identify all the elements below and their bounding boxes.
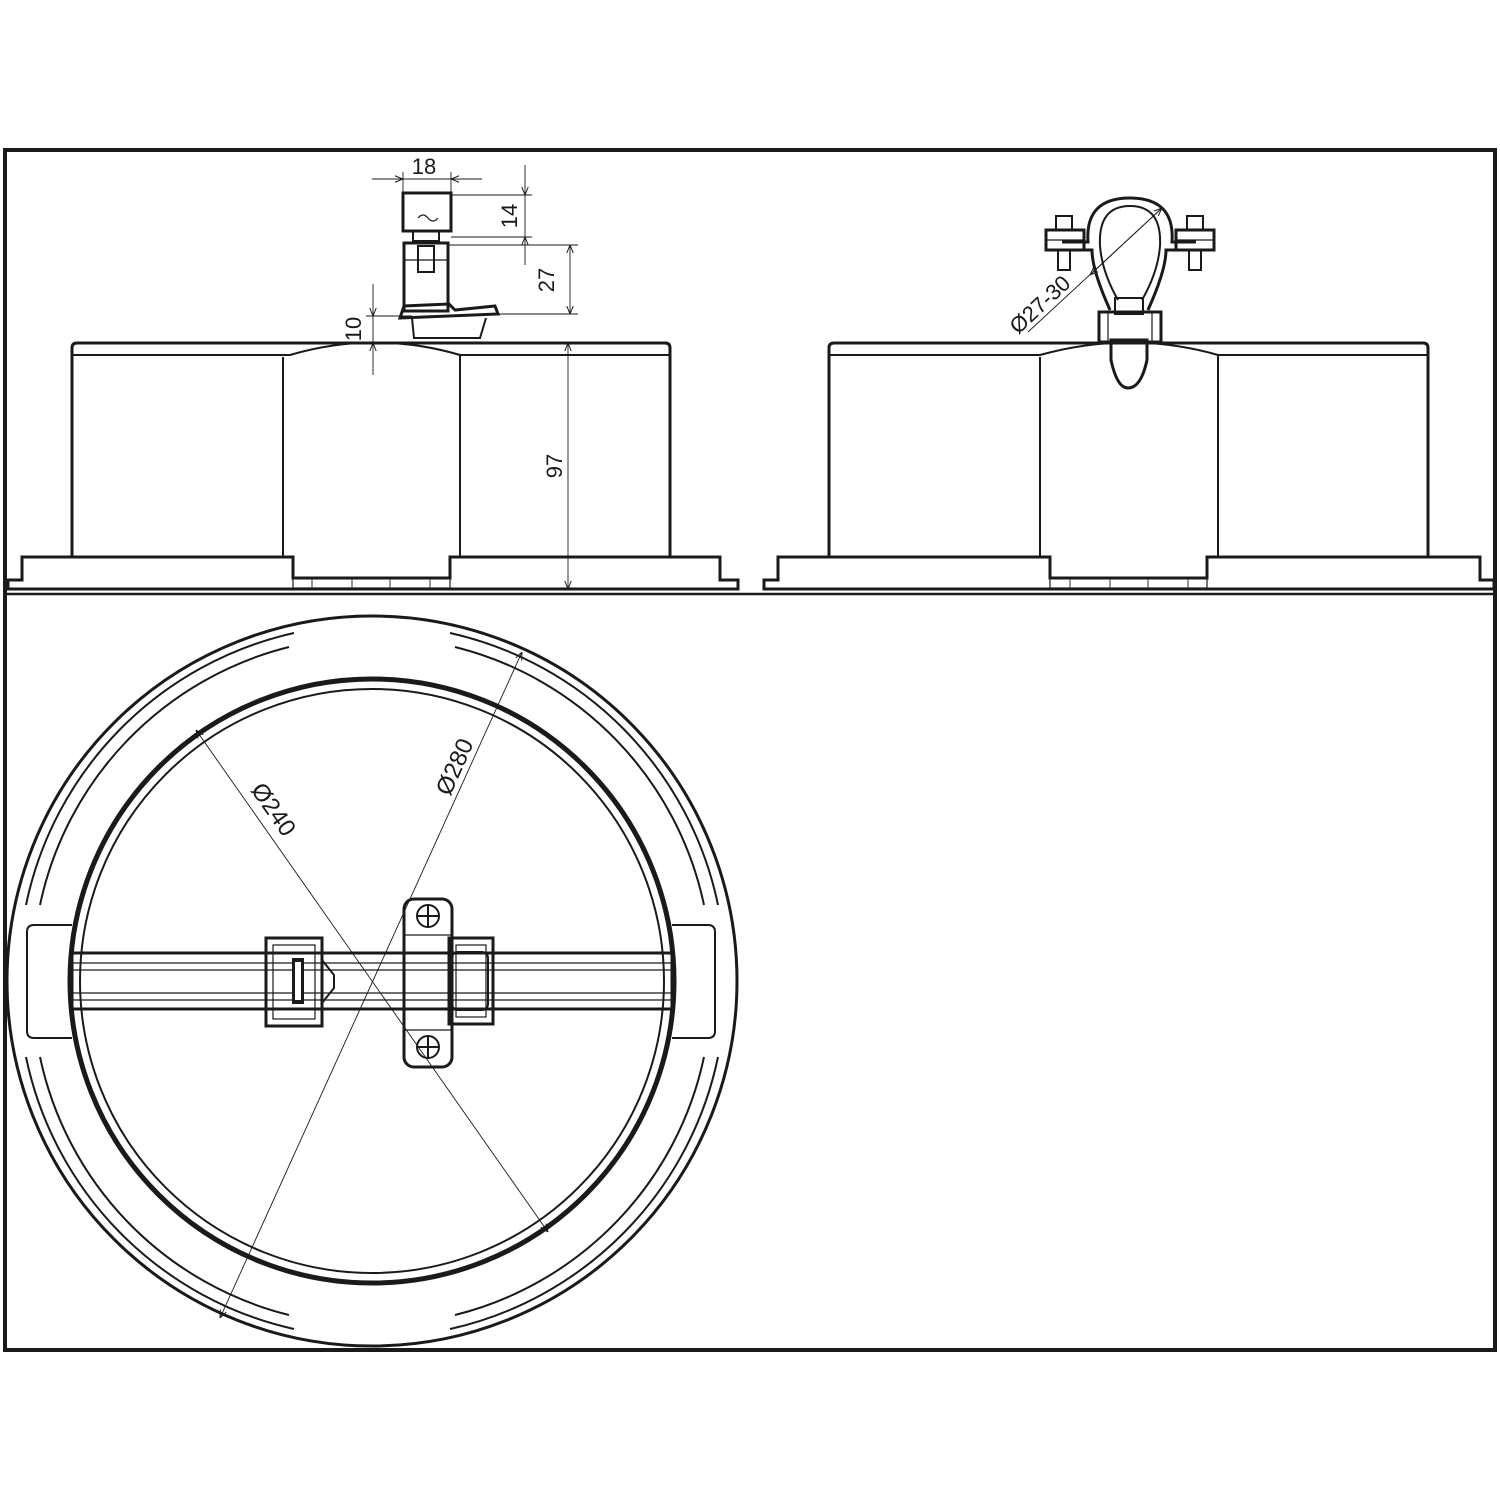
drawing-frame: [3, 148, 1497, 1352]
dim-18-label: 18: [412, 154, 436, 179]
front-base-flange: [6, 555, 740, 591]
dim-inner-diameter-label: Ø240: [245, 778, 301, 842]
dim-pipe-diameter-label: Ø27-30: [1005, 270, 1076, 338]
pipe-clamp: [1044, 196, 1216, 390]
terminal-clamp: [397, 191, 501, 339]
front-dimensions: 18 14 27 10 97: [341, 154, 578, 589]
dim-27-label: 27: [534, 268, 559, 292]
side-view: Ø27-30: [762, 196, 1496, 591]
top-dimensions: Ø240 Ø280: [196, 652, 548, 1318]
outer-ring: [5, 614, 739, 1348]
side-box-body: [827, 341, 1430, 557]
side-dimensions: Ø27-30: [1005, 208, 1162, 339]
side-base-flange: [762, 555, 1496, 591]
front-view: 18 14 27 10 97: [6, 154, 740, 591]
rail-fastener: [264, 936, 335, 1028]
top-view: Ø240 Ø280: [5, 614, 739, 1348]
terminal-top: [402, 897, 495, 1069]
dim-97-label: 97: [542, 454, 567, 478]
dim-10-label: 10: [341, 317, 366, 341]
front-box-body: [70, 341, 672, 557]
dim-14-label: 14: [497, 204, 522, 228]
dim-outer-diameter-label: Ø280: [431, 735, 480, 800]
